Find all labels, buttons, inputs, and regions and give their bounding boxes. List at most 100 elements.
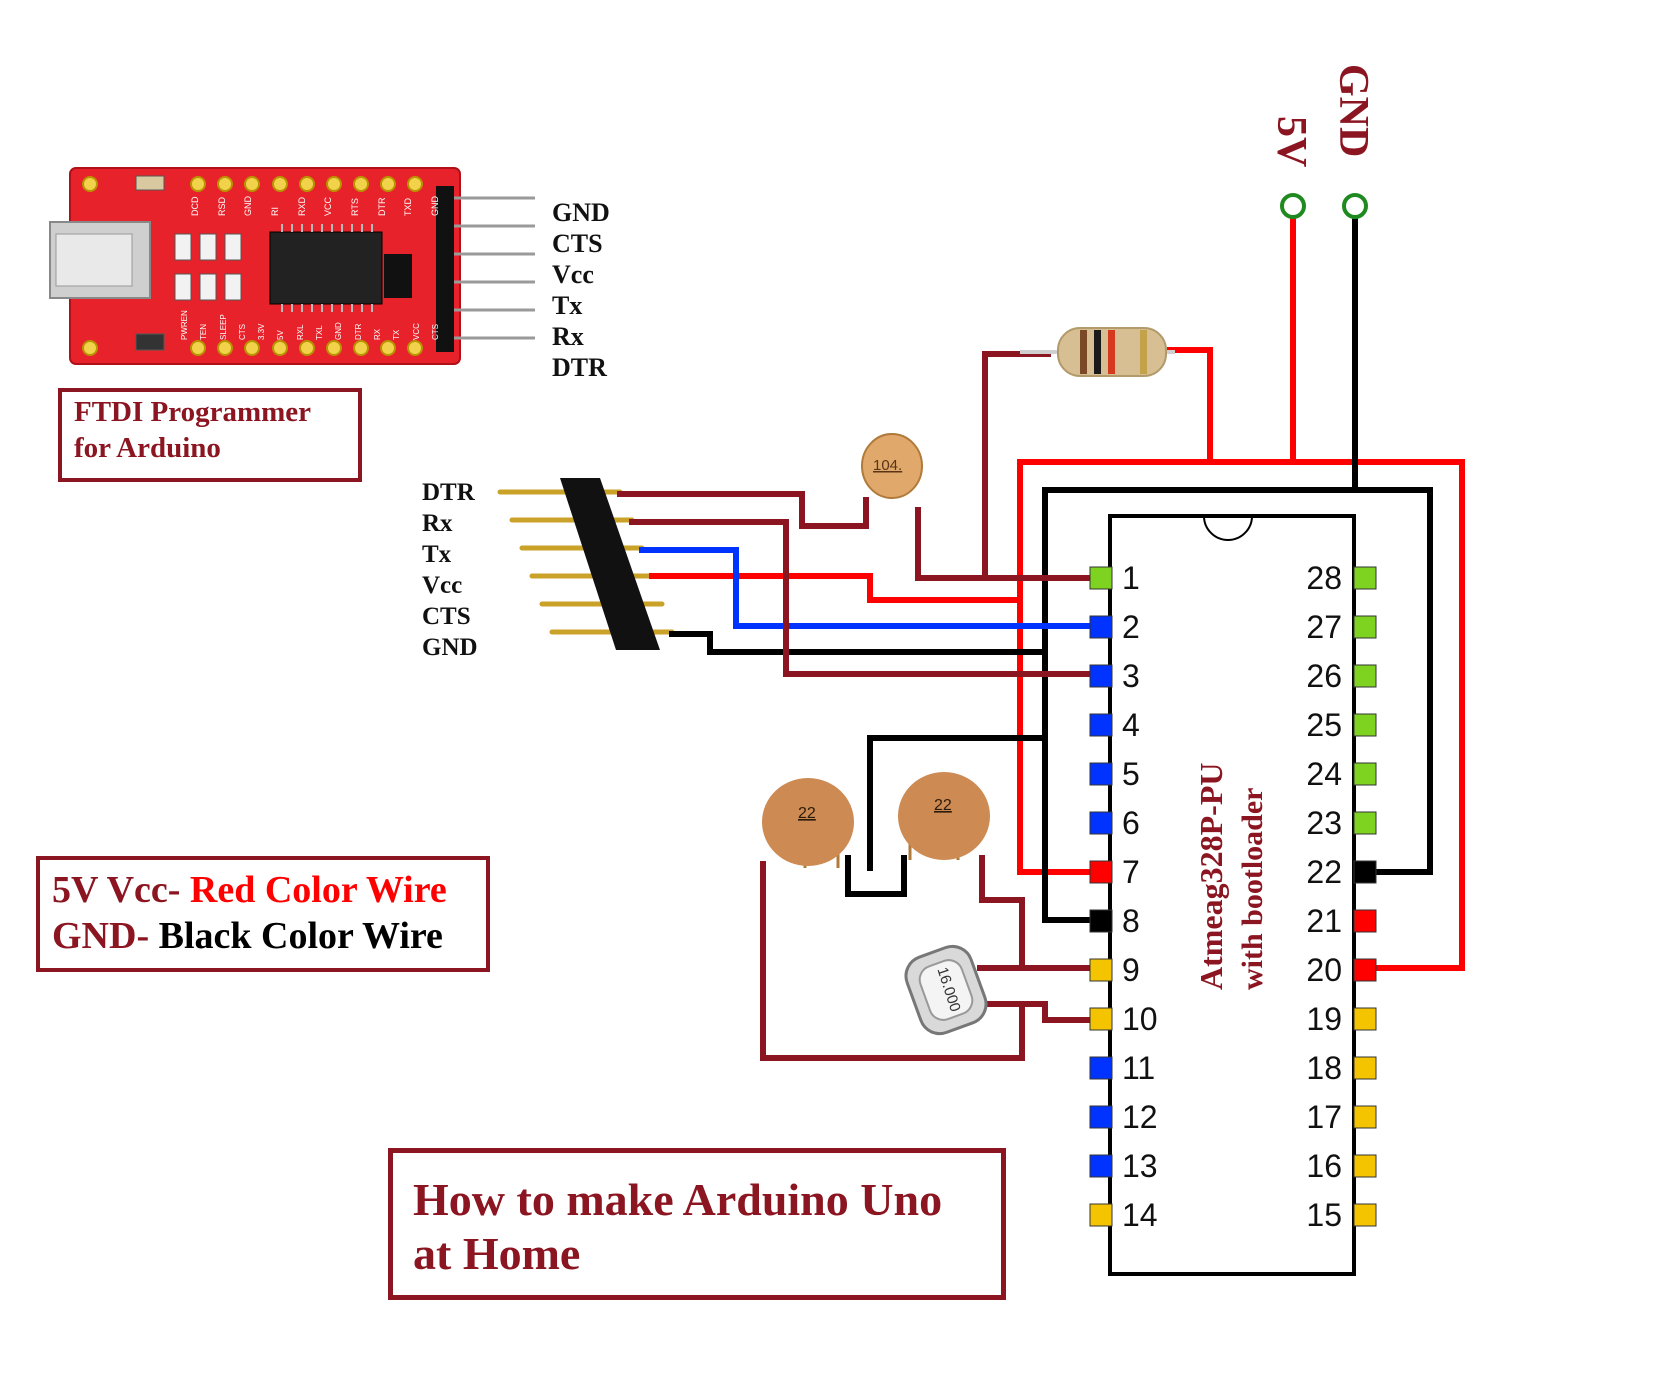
silkscreen-label: 3.3V [257, 323, 267, 340]
chip-pin-23-pad [1353, 811, 1377, 835]
legend-vcc-prefix: 5V Vcc- [52, 869, 181, 911]
cap-22b-label: 22 [934, 797, 952, 814]
chip-pin-26-label: 26 [1306, 658, 1342, 694]
cap-left-wire [760, 861, 1025, 1061]
chip-pin-5-label: 5 [1122, 756, 1140, 792]
chip-pin-28-pad [1353, 566, 1377, 590]
chip-pin-25-pad [1353, 713, 1377, 737]
chip-pin-8-pad [1089, 909, 1113, 933]
silkscreen-label: DTR [353, 323, 363, 340]
chip-pin-9-label: 9 [1122, 952, 1140, 988]
ftdi-pin-gnd: GND [552, 198, 610, 227]
silkscreen-label: DCD [190, 196, 200, 217]
ftdi-board [49, 167, 535, 365]
silkscreen-label: RXL [295, 324, 305, 340]
chip-pin-27-pad [1353, 615, 1377, 639]
silkscreen-label: TXL [315, 325, 325, 340]
chip-pin-19-pad [1353, 1007, 1377, 1031]
chip-pin-19-label: 19 [1306, 1001, 1342, 1037]
resistor-reset-wire [982, 351, 1051, 581]
silkscreen-label: DTR [376, 197, 387, 217]
cap104-reset-wire [915, 507, 1093, 581]
header-pin-dtr: DTR [422, 479, 475, 506]
chip-pin-18-pad [1353, 1056, 1377, 1080]
chip-pin-7-label: 7 [1122, 854, 1140, 890]
chip-pin-5-pad [1089, 762, 1113, 786]
silkscreen-label: RXD [296, 196, 307, 216]
silkscreen-label: TXD [403, 198, 414, 216]
chip-pin-15-label: 15 [1306, 1197, 1342, 1233]
chip-pin-21-pad [1353, 909, 1377, 933]
chip-pin-3-pad [1089, 664, 1113, 688]
capacitor-104 [861, 433, 923, 499]
chip-right-pins [1353, 566, 1377, 1227]
header-tx-wire [639, 547, 1093, 629]
legend-gnd-suffix: Black Color Wire [158, 915, 443, 957]
silkscreen-label: RI [269, 207, 280, 216]
chip-pin-6-pad [1089, 811, 1113, 835]
chip-pin-24-pad [1353, 762, 1377, 786]
chip-pin-14-label: 14 [1122, 1197, 1158, 1233]
silkscreen-label: CTS [237, 324, 247, 340]
silkscreen-label: RSD [216, 196, 227, 216]
chip-pin-2-pad [1089, 615, 1113, 639]
chip-pin-24-label: 24 [1306, 756, 1342, 792]
chip-pin-14-pad [1089, 1203, 1113, 1227]
chip-pin-11-label: 11 [1122, 1050, 1156, 1086]
atmega-chip [1108, 514, 1356, 1276]
pin-header [497, 478, 675, 650]
header-pin-rx: Rx [422, 510, 453, 537]
chip-name: Atmeag328P-PU [1193, 763, 1229, 990]
chip-pin-16-label: 16 [1306, 1148, 1342, 1184]
silkscreen-label: VCC [411, 323, 421, 340]
chip-pin-15-pad [1353, 1203, 1377, 1227]
ftdi-caption-line2: for Arduino [74, 432, 221, 464]
ftdi-pin-vcc: Vcc [552, 260, 594, 289]
capacitor-22-left [762, 778, 854, 868]
chip-pin-16-pad [1353, 1154, 1377, 1178]
chip-pin-2-label: 2 [1122, 609, 1140, 645]
page-title-line1: How to make Arduino Uno [413, 1174, 943, 1225]
chip-pin-3-label: 3 [1122, 658, 1140, 694]
silkscreen-label: RTS [349, 198, 360, 216]
capacitor-22-right [898, 772, 990, 860]
header-dtr-wire [617, 491, 869, 529]
power-terminals [1280, 193, 1368, 219]
voltage-jumper [384, 254, 412, 298]
chip-pin-20-label: 20 [1306, 952, 1342, 988]
chip-pin-1-pad [1089, 566, 1113, 590]
silkscreen-label: VCC [323, 196, 334, 216]
ftdi-caption-line1: FTDI Programmer [74, 396, 312, 428]
chip-subtitle: with bootloader [1236, 788, 1269, 991]
silkscreen-label: GND [429, 196, 440, 216]
ftdi-caption-box: FTDI Programmer for Arduino [58, 388, 362, 482]
header-rx-wire [629, 519, 1093, 677]
chip-pin-17-label: 17 [1306, 1099, 1342, 1135]
legend-line-2: GND- Black Color Wire [52, 914, 443, 958]
chip-pin-10-label: 10 [1122, 1001, 1158, 1037]
ftdi-pin-dtr: DTR [552, 353, 607, 382]
chip-pin-6-label: 6 [1122, 805, 1140, 841]
header-vcc-wire [649, 573, 1023, 603]
header-pin-vcc: Vcc [422, 572, 463, 599]
chip-pin-12-label: 12 [1122, 1099, 1158, 1135]
chip-pin-13-label: 13 [1122, 1148, 1158, 1184]
chip-pin-8-label: 8 [1122, 903, 1140, 939]
ftdi-pin-rx: Rx [552, 322, 584, 351]
chip-pin-7-pad [1089, 860, 1113, 884]
gnd-terminal [1342, 193, 1368, 219]
crystal-oscillator [904, 944, 988, 1036]
chip-pin-20-pad [1353, 958, 1377, 982]
silkscreen-label: PWREN [180, 310, 189, 340]
header-pin-tx: Tx [422, 541, 452, 568]
page-title-line2: at Home [413, 1228, 581, 1279]
legend-vcc-suffix: Red Color Wire [189, 869, 447, 911]
chip-pin-12-pad [1089, 1105, 1113, 1129]
ftdi-pin-tx: Tx [552, 291, 583, 320]
chip-pin-1-label: 1 [1122, 560, 1140, 596]
cap-22a-label: 22 [798, 805, 816, 822]
cap-104-label: 104. [873, 457, 902, 474]
chip-pin-26-pad [1353, 664, 1377, 688]
chip-pin-23-label: 23 [1306, 805, 1342, 841]
